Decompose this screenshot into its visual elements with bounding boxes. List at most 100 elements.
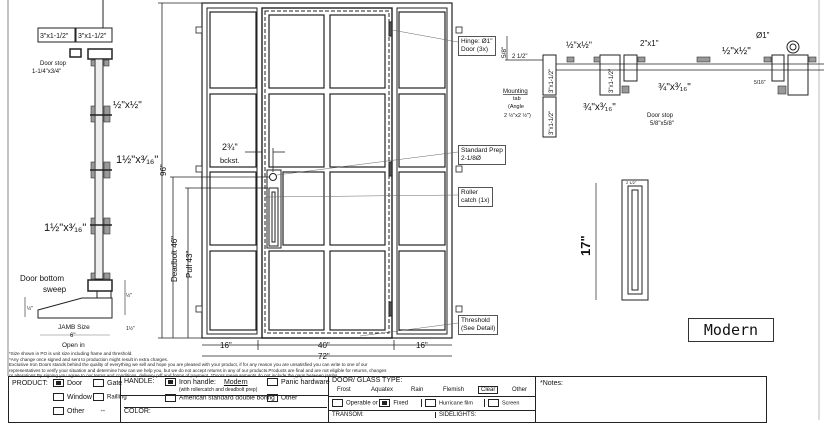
door-stop-label: Door stop [40, 61, 67, 67]
option-label: Iron handle: [179, 378, 216, 386]
callout-text: Roller [461, 189, 478, 196]
callout-text: Threshold [461, 317, 490, 324]
deadbolt-dim: Deadbolt 46" [170, 236, 179, 282]
tube-label: 3"x1-1/2" [549, 111, 555, 135]
glass-option-flemish[interactable]: Flemish [443, 387, 465, 393]
screen-option[interactable]: Screen [484, 399, 519, 407]
mounting-tab-label: (Angle [508, 104, 524, 110]
backset-dim: 2¾" [222, 142, 238, 152]
callout-text: Door (3x) [461, 46, 489, 53]
checkbox[interactable] [488, 399, 499, 407]
note-line: *Size shown in PO is unit size including… [9, 351, 133, 356]
checkbox[interactable] [53, 379, 64, 387]
option-label: Other [67, 407, 85, 415]
checkbox[interactable] [93, 393, 104, 401]
glass-type-label: DOOR/ GLASS TYPE: [332, 377, 403, 384]
left-section-detail [24, 0, 126, 336]
handle-other-option[interactable]: Other [267, 394, 297, 402]
glass-option-other[interactable]: Other [512, 387, 528, 393]
other-value[interactable]: -- [100, 407, 106, 415]
dim-label: ½" [126, 292, 132, 299]
option-label: Other [281, 394, 298, 402]
fixed-checkbox[interactable] [379, 399, 391, 407]
bar-size-label: ½"x½" [566, 40, 592, 50]
notes-label: *Notes: [540, 380, 563, 387]
hurricane-film-option[interactable]: Hurricane film [421, 399, 473, 407]
product-railing-option[interactable]: Railling [93, 393, 127, 401]
dim-label: 2 1/2" [512, 54, 527, 60]
checkbox[interactable] [165, 394, 176, 402]
glass-option-clear-selected[interactable]: Clear [478, 386, 499, 394]
dim-label: 1½" [126, 325, 135, 332]
glass-option-frost[interactable]: Frost [337, 387, 351, 393]
option-label: Door [67, 379, 83, 387]
width-door-dim: 40" [318, 341, 330, 350]
door-stop-size: 5/8"x5/8" [650, 121, 674, 127]
note-line: Exclusive Iron Doors stands behind the q… [9, 362, 368, 368]
door-stop-size: 1-1/4"x3/4" [32, 69, 61, 75]
bar-size-label: ¾"x³⁄₁₆" [583, 102, 616, 113]
notes-box[interactable]: *Notes: [536, 377, 767, 423]
dim-label: 5/8" [501, 46, 508, 58]
width-total-dim: 72" [318, 352, 330, 361]
handle-panic-option[interactable]: Panic hardware [267, 378, 330, 386]
callout-text: 2-1/8Ø [461, 155, 481, 162]
product-door-option[interactable]: Door [53, 379, 82, 387]
option-label: Gate [107, 379, 123, 387]
handle-iron-value[interactable]: Modern [223, 378, 248, 386]
dim-label: ½" [27, 305, 33, 312]
handle-style-label: Modern [688, 318, 774, 342]
door-elevation [158, 2, 463, 357]
threshold-callout: Threshold(See Detail) [458, 315, 499, 335]
checkbox[interactable] [267, 378, 278, 386]
checkbox[interactable] [165, 378, 176, 386]
pull-dim: Pull 43" [185, 251, 194, 278]
bar-size-label: ¾"x³⁄₁₆" [658, 82, 691, 93]
callout-text: catch (1x) [461, 197, 490, 204]
height-dim: 96" [159, 164, 168, 176]
gap-dim: 5/16" [754, 80, 766, 86]
callout-text: Standard Prep [461, 147, 503, 154]
bar-size-label: 1½"x³⁄₁₆" [44, 222, 86, 234]
or-label: or [372, 400, 378, 407]
operable-option[interactable]: Operable or Fixed [332, 399, 408, 407]
note-line: *Any change once signed and sent to prod… [9, 356, 169, 362]
handle-dim: 2 1/2" [626, 180, 637, 185]
checkbox[interactable] [93, 379, 104, 387]
door-stop-label: Door stop [647, 113, 674, 119]
jamb-size-label: JAMB Size [58, 324, 90, 331]
bar-size-label: 2"x1" [640, 39, 659, 48]
color-section: American standard double boring Other CO… [121, 394, 329, 423]
checkbox[interactable] [53, 407, 64, 415]
checkbox[interactable] [53, 393, 64, 401]
checkbox[interactable] [332, 399, 343, 407]
tube-label: 3"x1-1/2" [40, 33, 69, 40]
checkbox[interactable] [425, 399, 436, 407]
product-gate-option[interactable]: Gate [93, 379, 122, 387]
top-section-detail [505, 36, 824, 138]
bar-size-label: 1½"x³⁄₁₆" [116, 154, 158, 166]
checkbox[interactable] [267, 394, 278, 402]
mounting-tab-label: Mounting [503, 89, 528, 95]
width-left-dim: 16" [220, 341, 232, 350]
handle-american-option[interactable]: American standard double boring [165, 394, 275, 402]
glass-option-aquatex[interactable]: Aquatex [371, 387, 394, 393]
hinge-callout: Hinge: Ø1"Door (3x) [458, 36, 496, 56]
order-form: PRODUCT: Door Gate Window Railling Other… [8, 376, 767, 423]
width-right-dim: 16" [416, 341, 428, 350]
mounting-tab-label: 2 ½"x2 ½") [504, 112, 531, 119]
callout-text: (See Detail) [461, 325, 496, 332]
tube-label: 3"x1-1/2" [549, 69, 555, 93]
note-line: representatives to verify your situation… [9, 367, 387, 373]
glass-option-rain[interactable]: Rain [411, 387, 424, 393]
terms-notes: *Size shown in PO is unit size including… [9, 351, 529, 379]
product-other-option[interactable]: Other -- [53, 407, 105, 415]
product-window-option[interactable]: Window [53, 393, 92, 401]
glass-type-section: DOOR/ GLASS TYPE: Frost Aquatex Rain Fle… [329, 377, 536, 397]
option-label: Railling [107, 394, 127, 401]
handle-iron-option[interactable]: Iron handle: Modern [165, 378, 248, 386]
sweep-label: sweep [43, 285, 67, 294]
